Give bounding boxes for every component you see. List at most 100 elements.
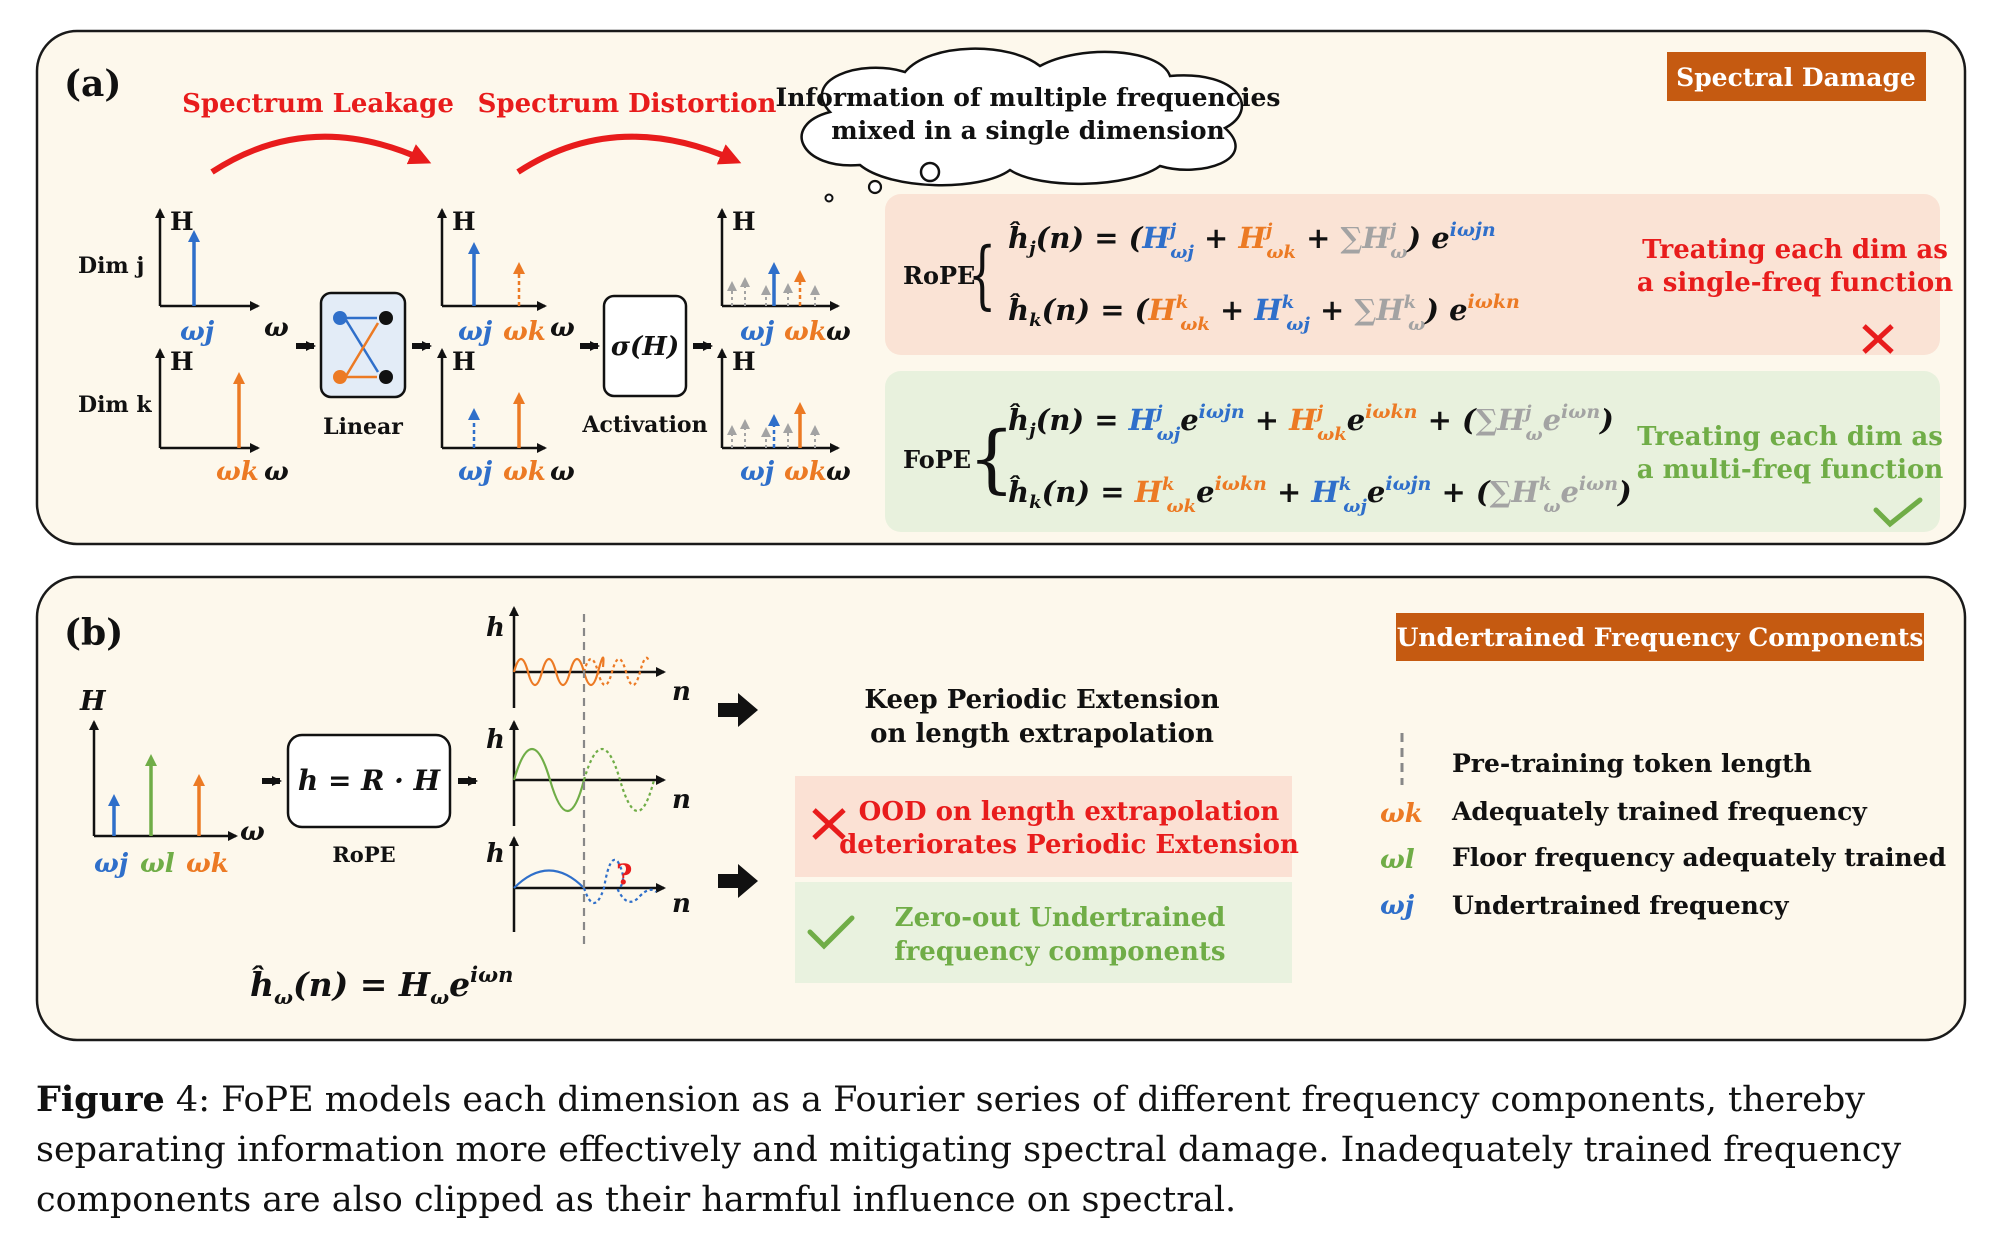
svg-text:ωl: ωl xyxy=(140,849,175,879)
keep-line-2: on length extrapolation xyxy=(870,719,1214,749)
cloud-line-1: Information of multiple frequencies xyxy=(776,83,1281,112)
check-icon xyxy=(1873,497,1923,528)
caption-figure-label: Figure xyxy=(36,1079,165,1120)
svg-text:h = R · H: h = R · H xyxy=(298,764,442,797)
svg-text:ωj: ωj xyxy=(458,457,493,487)
svg-text:H: H xyxy=(452,207,476,236)
cross-icon xyxy=(812,808,846,840)
dim-j-label: Dim j xyxy=(78,253,144,279)
svg-text:ω: ω xyxy=(264,457,289,487)
svg-text:ωj: ωj xyxy=(458,317,493,347)
svg-text:H: H xyxy=(79,686,107,717)
svg-text:H: H xyxy=(452,347,476,376)
dim-k-label: Dim k xyxy=(78,392,152,418)
legend-text-3: Undertrained frequency xyxy=(1452,891,1790,920)
cloud-line-2: mixed in a single dimension xyxy=(831,116,1225,145)
panel-a: (a) Spectral Damage Spectrum Leakage Spe… xyxy=(35,29,1967,546)
rope-note-line-1: Treating each dim as xyxy=(1642,235,1948,265)
thought-cloud: Information of multiple frequencies mixe… xyxy=(776,47,1281,203)
arrow-ood xyxy=(718,864,758,898)
svg-text:ωj: ωj xyxy=(740,317,775,347)
b-rope-label: RoPE xyxy=(332,842,395,867)
linear-spectrum-k: H ωj ωk ω xyxy=(437,347,575,487)
fope-note-line-1: Treating each dim as xyxy=(1637,422,1943,452)
panel-b: (b) Undertrained Frequency Components H … xyxy=(35,575,1967,1042)
rope-note-line-2: a single-freq function xyxy=(1637,268,1953,298)
svg-text:h: h xyxy=(486,839,505,869)
svg-text:H: H xyxy=(732,207,756,236)
activation-layer: σ(H) Activation xyxy=(581,294,708,438)
check-icon xyxy=(807,915,855,950)
legend-symbol-2: ωl xyxy=(1380,845,1415,875)
distortion-label: Spectrum Distortion xyxy=(478,89,777,119)
svg-text:σ(H): σ(H) xyxy=(611,332,679,362)
svg-text:ω: ω xyxy=(826,457,851,487)
activation-spectrum-k: H ωj ωk ω xyxy=(717,347,851,487)
svg-text:{: { xyxy=(968,232,996,318)
svg-text:ω: ω xyxy=(240,817,265,847)
svg-text:ωk: ωk xyxy=(216,457,259,487)
caption-figure-number: 4 xyxy=(164,1080,199,1120)
figure-caption: Figure 4: FoPE models each dimension as … xyxy=(36,1075,1971,1225)
distortion-arrow xyxy=(516,133,742,175)
ood-box: OOD on length extrapolation deteriorates… xyxy=(795,776,1299,877)
legend-symbol-3: ωj xyxy=(1380,891,1415,921)
b-formula: ĥω(n) = Hωeiωn xyxy=(250,962,513,1009)
svg-text:n: n xyxy=(672,785,691,815)
activation-spectrum-j: H ωj ωk ω xyxy=(717,207,851,347)
svg-text:H: H xyxy=(732,347,756,376)
caption-text: : FoPE models each dimension as a Fourie… xyxy=(36,1080,1902,1220)
svg-text:frequency components: frequency components xyxy=(894,937,1225,967)
svg-text:h: h xyxy=(486,725,505,755)
svg-text:ωj: ωj xyxy=(740,457,775,487)
arrow-keep xyxy=(718,693,758,727)
cross-icon xyxy=(1862,324,1894,354)
rope-label: RoPE xyxy=(903,261,975,290)
b-rope-operator: h = R · H RoPE xyxy=(286,733,452,867)
svg-text:Zero-out Undertrained: Zero-out Undertrained xyxy=(895,903,1226,933)
svg-text:OOD on length extrapolation: OOD on length extrapolation xyxy=(859,797,1280,827)
svg-text:n: n xyxy=(672,677,691,707)
svg-text:ω: ω xyxy=(826,317,851,347)
b-legend: Pre-training token length ωk Adequately … xyxy=(1380,733,1946,921)
zero-out-box: Zero-out Undertrained frequency componen… xyxy=(795,882,1292,983)
legend-text-1: Adequately trained frequency xyxy=(1451,797,1868,826)
fope-label: FoPE xyxy=(903,445,971,474)
panel-a-label: (a) xyxy=(64,63,121,105)
svg-text:deteriorates Periodic Extens: deteriorates Periodic Extension xyxy=(839,830,1299,860)
spectral-damage-badge-text: Spectral Damage xyxy=(1676,63,1916,92)
keep-line-1: Keep Periodic Extension xyxy=(864,685,1219,715)
input-spectrum-k: H ωk ω xyxy=(155,347,289,487)
svg-text:{: { xyxy=(968,416,1015,502)
undertrained-badge-text: Undertrained Frequency Components xyxy=(1397,623,1924,652)
wave-l: h n xyxy=(486,720,691,826)
linear-label: Linear xyxy=(323,414,403,440)
svg-text:ωk: ωk xyxy=(186,849,229,879)
linear-layer: Linear xyxy=(319,291,407,440)
wave-j: h ? n xyxy=(486,836,691,932)
undertrained-badge xyxy=(1396,613,1924,661)
spectral-damage-badge xyxy=(1667,52,1926,101)
panel-b-label: (b) xyxy=(64,612,123,654)
svg-text:ωk: ωk xyxy=(784,457,827,487)
svg-text:ωk: ωk xyxy=(503,317,546,347)
leakage-arrow xyxy=(210,133,432,175)
svg-text:n: n xyxy=(672,889,691,919)
question-mark: ? xyxy=(616,858,632,891)
fope-note-line-2: a multi-freq function xyxy=(1637,455,1944,485)
svg-text:ω: ω xyxy=(550,313,575,343)
svg-text:ωk: ωk xyxy=(503,457,546,487)
svg-text:ω: ω xyxy=(264,313,289,343)
b-input-spectrum: H ω ωj ωl ωk xyxy=(79,686,265,879)
input-spectrum-j: H ωj ω xyxy=(155,207,289,347)
svg-text:H: H xyxy=(170,207,194,236)
legend-text-0: Pre-training token length xyxy=(1452,749,1812,778)
svg-text:H: H xyxy=(170,347,194,376)
leakage-label: Spectrum Leakage xyxy=(182,89,454,119)
